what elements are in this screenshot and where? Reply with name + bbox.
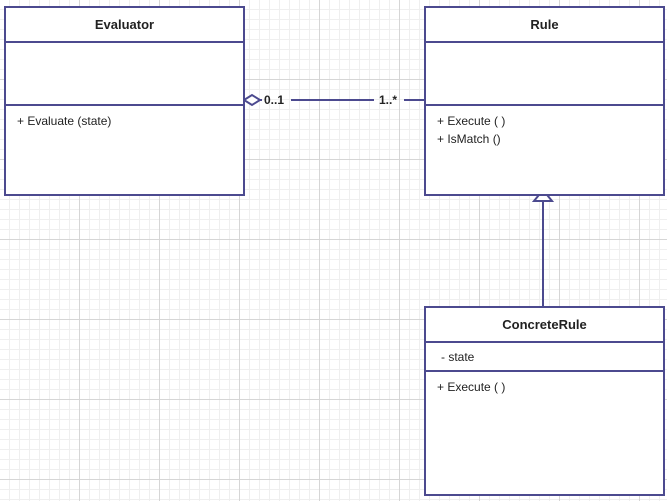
operations-section: + Execute ( )	[426, 372, 663, 402]
attributes-section	[6, 43, 243, 106]
class-name: Rule	[426, 8, 663, 43]
operation-ismatch: + IsMatch ()	[437, 132, 501, 146]
attribute-state: - state	[441, 350, 475, 364]
class-name: ConcreteRule	[426, 308, 663, 343]
class-name: Evaluator	[6, 8, 243, 43]
operations-section: + Execute ( ) + IsMatch ()	[426, 106, 663, 154]
attributes-section	[426, 43, 663, 106]
class-rule[interactable]: Rule + Execute ( ) + IsMatch ()	[424, 6, 665, 196]
attributes-section: - state	[426, 343, 663, 372]
operation-evaluate: + Evaluate (state)	[17, 114, 112, 128]
class-evaluator[interactable]: Evaluator + Evaluate (state)	[4, 6, 245, 196]
target-multiplicity-label: 1..*	[379, 93, 398, 107]
source-multiplicity-label: 0..1	[264, 93, 285, 107]
operation-execute: + Execute ( )	[437, 380, 506, 394]
operation-execute: + Execute ( )	[437, 114, 506, 128]
operations-section: + Evaluate (state)	[6, 106, 243, 136]
class-concrete-rule[interactable]: ConcreteRule - state + Execute ( )	[424, 306, 665, 496]
aggregation-diamond-icon	[242, 93, 262, 107]
